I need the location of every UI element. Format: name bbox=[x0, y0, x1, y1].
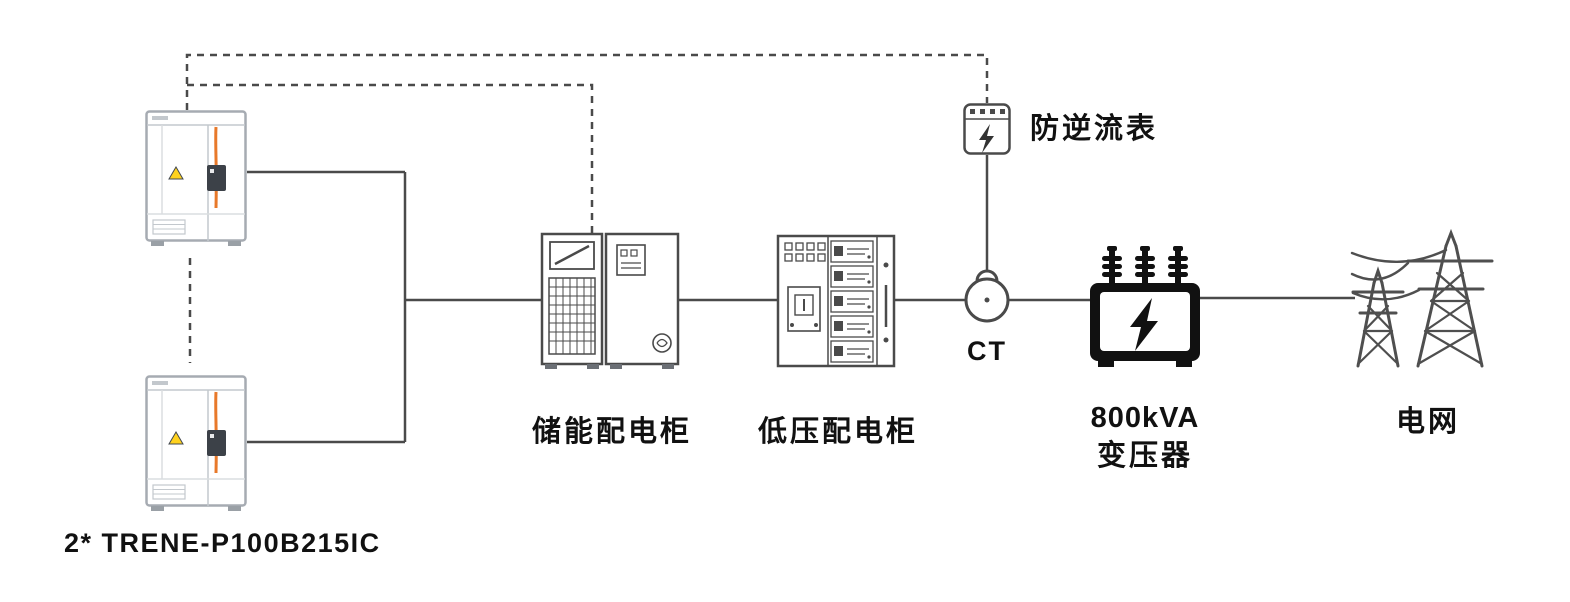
storage-cabinet-icon bbox=[540, 232, 680, 369]
communication-lines bbox=[185, 53, 989, 363]
storage-cabinet-label: 储能配电柜 bbox=[531, 416, 692, 448]
ct-label: CT bbox=[967, 336, 1007, 366]
battery-cabinet-bottom-icon bbox=[145, 375, 247, 513]
cabinet-logo bbox=[652, 333, 672, 353]
feeder-modules bbox=[830, 240, 874, 363]
lv-cabinet-label: 低压配电柜 bbox=[757, 416, 918, 448]
anti-backflow-meter-icon bbox=[963, 103, 1011, 155]
main-breaker bbox=[787, 286, 821, 332]
cabinet-screen bbox=[549, 241, 595, 270]
meter-lightning-bolt-icon bbox=[979, 124, 994, 153]
transmission-tower-small bbox=[1351, 266, 1405, 368]
battery-units-label: 2* TRENE-P100B215IC bbox=[64, 528, 381, 558]
transformer-name-label: 变压器 bbox=[1096, 440, 1193, 472]
transformer-lightning-bolt-icon bbox=[1130, 298, 1158, 351]
lv-cabinet-icon bbox=[776, 234, 896, 368]
ct-icon bbox=[964, 269, 1010, 323]
indicator-squares bbox=[784, 242, 826, 262]
dashed-battery-to-storage-cabinet bbox=[187, 83, 594, 233]
side-panel bbox=[883, 262, 889, 343]
anti-backflow-meter-label: 防逆流表 bbox=[1030, 113, 1159, 145]
transmission-tower-large bbox=[1406, 228, 1494, 368]
battery-cabinet-top-icon bbox=[145, 110, 247, 248]
power-lines bbox=[247, 155, 1355, 444]
cabinet-breaker bbox=[616, 244, 646, 276]
grid-towers-icon bbox=[1350, 228, 1494, 368]
grid-wires bbox=[1350, 248, 1448, 301]
grid-label: 电网 bbox=[1395, 406, 1460, 438]
transformer-capacity-label: 800kVA bbox=[1090, 402, 1200, 434]
transformer-icon bbox=[1090, 246, 1200, 367]
transformer-bushings bbox=[1102, 246, 1188, 285]
dashed-battery-to-meter bbox=[185, 53, 989, 110]
cabinet-vent-grille bbox=[548, 277, 596, 355]
